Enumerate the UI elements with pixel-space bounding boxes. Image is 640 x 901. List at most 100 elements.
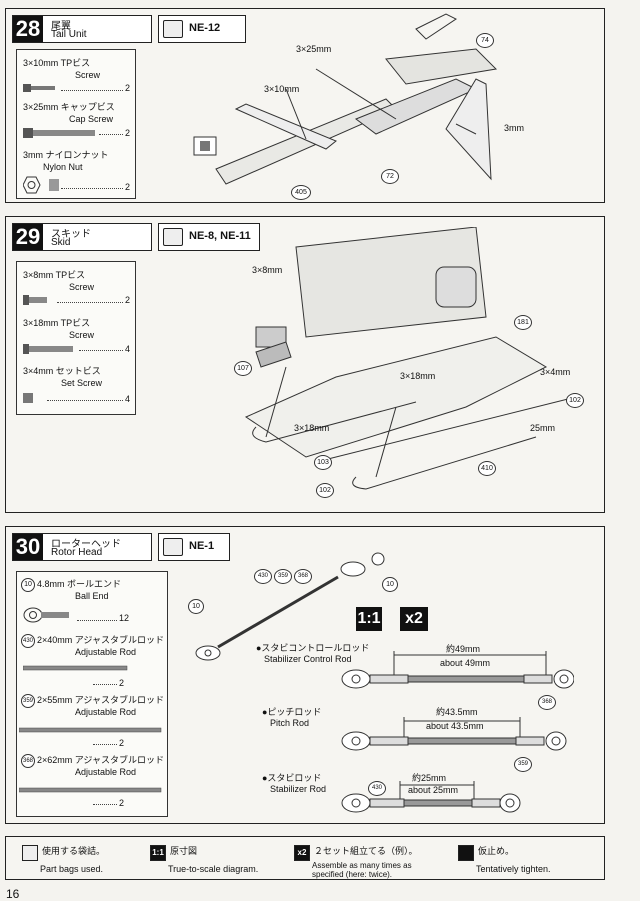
part-qty: 2 bbox=[119, 678, 125, 688]
step-number: 29 bbox=[13, 224, 43, 250]
legend-en: Assemble as many times as specified (her… bbox=[312, 861, 412, 879]
part-tag: 368 bbox=[21, 754, 35, 768]
callout-number: 10 bbox=[188, 599, 204, 614]
adjustable-rod-icon bbox=[23, 665, 128, 671]
step-28-section: 28 尾翼 Tail Unit NE-12 3×10mm TPビス Screw … bbox=[5, 8, 605, 203]
callout-number: 102 bbox=[316, 483, 334, 498]
scale-badge-icon: 1:1 bbox=[150, 845, 166, 861]
part-name-en: Cap Screw bbox=[69, 114, 114, 124]
callout-number: 359 bbox=[514, 757, 532, 772]
part-name-jp: 3mm ナイロンナット bbox=[23, 150, 109, 160]
part-qty: 4 bbox=[125, 344, 131, 354]
step-title-jp: 尾翼 bbox=[51, 21, 71, 32]
bag-icon bbox=[163, 538, 183, 556]
cap-screw-icon bbox=[23, 128, 95, 138]
scale-badge: 1:1 bbox=[356, 607, 382, 631]
part-tag: 10 bbox=[21, 578, 35, 592]
part-qty: 2 bbox=[119, 738, 125, 748]
step-30-section: 30 ローターヘッド Rotor Head NE-1 10 4.8mm ボールエ… bbox=[5, 526, 605, 824]
parts-bag-box: NE-1 bbox=[158, 533, 230, 561]
callout-number: 430 bbox=[368, 781, 386, 796]
callout-number: 181 bbox=[514, 315, 532, 330]
rod-length-jp: 約49mm bbox=[446, 644, 481, 654]
parts-list: 10 4.8mm ボールエンド Ball End 12 430 2×40mm ア… bbox=[16, 571, 168, 817]
pitch-rod-drawing bbox=[341, 717, 567, 751]
part-qty: 2 bbox=[125, 182, 131, 192]
bag-label: NE-1 bbox=[189, 540, 215, 552]
part-name-jp: 3×25mm キャップビス bbox=[23, 102, 115, 112]
legend-jp: 原寸図 bbox=[170, 846, 198, 856]
callout-number: 107 bbox=[234, 361, 252, 376]
callout-number: 405 bbox=[291, 185, 311, 200]
tail-unit-diagram bbox=[193, 13, 498, 185]
step-title-box: 30 ローターヘッド Rotor Head bbox=[12, 533, 152, 561]
rod-length-en: about 25mm bbox=[408, 785, 459, 795]
part-name-jp: 4.8mm ボールエンド bbox=[37, 579, 122, 589]
part-name-jp: 2×40mm アジャスタブルロッド bbox=[37, 635, 164, 645]
step-title-en: Tail Unit bbox=[51, 29, 87, 40]
rotor-head-rod-diagram bbox=[195, 552, 385, 661]
skid-diagram bbox=[244, 227, 577, 490]
step-title-box: 29 スキッド Skid bbox=[12, 223, 152, 251]
bag-label: NE-8, NE-11 bbox=[189, 230, 251, 242]
adjustable-rod-icon bbox=[19, 727, 162, 733]
part-name-jp: 3×4mm セットビス bbox=[23, 366, 101, 376]
legend-box: 使用する袋詰。 Part bags used. 1:1 原寸図 True-to-… bbox=[5, 836, 605, 880]
parts-list: 3×8mm TPビス Screw 2 3×18mm TPビス Screw 4 3… bbox=[16, 261, 136, 415]
dimension-label: 3×4mm bbox=[540, 367, 571, 377]
part-name-jp: 3×8mm TPビス bbox=[23, 270, 86, 280]
rod-name-jp: ●スタビロッド bbox=[262, 773, 322, 783]
rod-length-jp: 約25mm bbox=[412, 773, 447, 783]
legend-jp: ２セット組立てる（例）。 bbox=[314, 846, 418, 856]
legend-en: True-to-scale diagram. bbox=[168, 864, 259, 874]
part-name-en: Adjustable Rod bbox=[75, 767, 137, 777]
part-tag: 359 bbox=[21, 694, 35, 708]
callout-number: 10 bbox=[382, 577, 398, 592]
callout-number: 72 bbox=[381, 169, 399, 184]
bag-icon bbox=[163, 20, 183, 38]
part-tag: 430 bbox=[21, 634, 35, 648]
callout-number: 359 bbox=[274, 569, 292, 584]
nylon-nut-icon bbox=[23, 176, 59, 194]
times-badge: x2 bbox=[400, 607, 428, 631]
part-name-en: Nylon Nut bbox=[43, 162, 83, 172]
part-name-jp: 2×55mm アジャスタブルロッド bbox=[37, 695, 164, 705]
dimension-label: 3mm bbox=[504, 123, 524, 133]
part-qty: 4 bbox=[125, 394, 131, 404]
step-29-section: 29 スキッド Skid NE-8, NE-11 3×8mm TPビス Scre… bbox=[5, 216, 605, 513]
stabilizer-control-rod-drawing bbox=[341, 651, 574, 689]
page-number: 16 bbox=[6, 887, 20, 901]
screw-icon bbox=[23, 344, 73, 354]
screw-icon bbox=[23, 295, 47, 305]
part-qty: 2 bbox=[125, 295, 131, 305]
part-name-jp: 2×62mm アジャスタブルロッド bbox=[37, 755, 164, 765]
legend-en: Tentatively tighten. bbox=[476, 864, 551, 874]
step-title-jp: ローターヘッド bbox=[51, 539, 121, 550]
set-screw-icon bbox=[23, 393, 33, 403]
legend-jp: 仮止め。 bbox=[478, 846, 515, 856]
part-name-en: Set Screw bbox=[61, 378, 103, 388]
rod-name-jp: ●スタビコントロールロッド bbox=[256, 643, 370, 653]
parts-list: 3×10mm TPビス Screw 2 3×25mm キャップビス Cap Sc… bbox=[16, 49, 136, 199]
step-title-box: 28 尾翼 Tail Unit bbox=[12, 15, 152, 43]
dimension-label: 3×18mm bbox=[400, 371, 436, 381]
part-name-en: Screw bbox=[75, 70, 101, 80]
dimension-label: 3×8mm bbox=[252, 265, 283, 275]
part-name-en: Adjustable Rod bbox=[75, 707, 137, 717]
bag-icon bbox=[163, 228, 183, 246]
ball-end-icon bbox=[23, 607, 69, 623]
step-title-jp: スキッド bbox=[51, 229, 91, 240]
dimension-label: 3×10mm bbox=[264, 84, 300, 94]
callout-number: 102 bbox=[566, 393, 584, 408]
part-qty: 2 bbox=[125, 128, 131, 138]
rod-name-jp: ●ピッチロッド bbox=[262, 707, 322, 717]
dimension-label: 25mm bbox=[530, 423, 556, 433]
rod-name-en: Stabilizer Control Rod bbox=[264, 654, 352, 664]
step-title-en: Rotor Head bbox=[51, 547, 103, 558]
callout-number: 368 bbox=[294, 569, 312, 584]
callout-number: 368 bbox=[538, 695, 556, 710]
rod-name-en: Pitch Rod bbox=[270, 718, 310, 728]
step-number: 30 bbox=[13, 534, 43, 560]
rod-length-en: about 49mm bbox=[440, 658, 491, 668]
rod-length-en: about 43.5mm bbox=[426, 721, 484, 731]
